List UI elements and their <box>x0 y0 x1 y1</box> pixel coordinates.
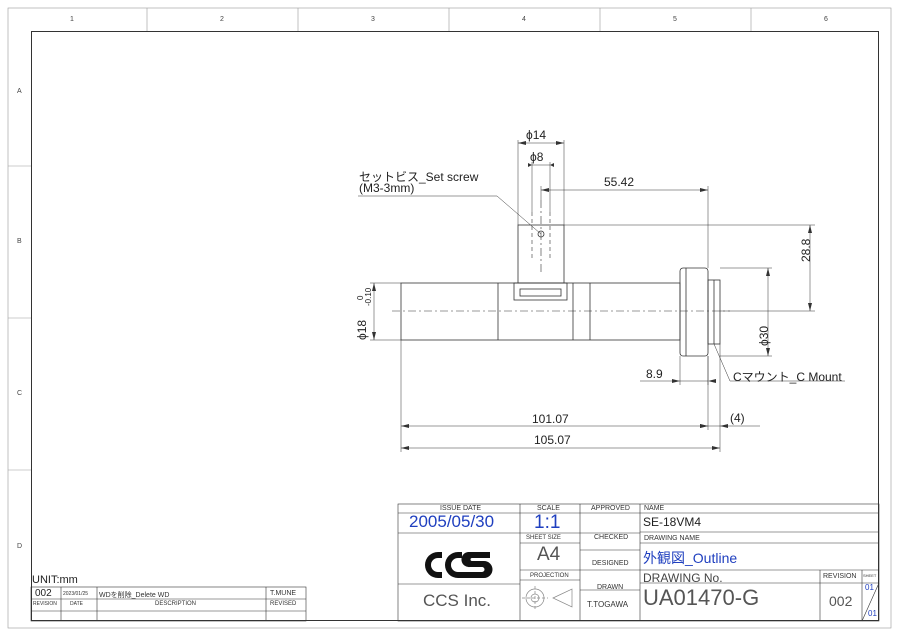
name-label: NAME <box>644 505 665 512</box>
scale-value: 1:1 <box>534 512 561 533</box>
dim-phi18: ϕ18 <box>355 319 369 340</box>
drawn-by: T.TOGAWA <box>587 600 629 609</box>
issue-date: 2005/05/30 <box>409 512 495 531</box>
set-screw-spec: (M3-3mm) <box>359 181 415 195</box>
unit-label: UNIT:mm <box>32 574 78 586</box>
rev-by: T.MUNE <box>270 590 297 597</box>
dim-28-8: 28.8 <box>799 238 813 262</box>
dim-101-07: 101.07 <box>532 412 569 426</box>
part-name: SE-18VM4 <box>643 515 702 529</box>
dim-phi8: ϕ8 <box>530 150 544 164</box>
sheet-size-label: SHEET SIZE <box>526 535 561 541</box>
zone-col-6: 6 <box>824 16 828 23</box>
sheet-size: A4 <box>537 544 561 565</box>
zone-row-b: B <box>17 238 22 245</box>
dim-105-07: 105.07 <box>534 433 571 447</box>
sheet-label: SHEET <box>863 573 877 578</box>
checked-label: CHECKED <box>594 534 629 541</box>
dim-phi18-tol-lower: -0.10 <box>364 287 373 306</box>
drawing-name-label: DRAWING NAME <box>644 535 700 542</box>
dim-phi30: ϕ30 <box>757 325 771 346</box>
company-name: CCS Inc. <box>423 591 492 610</box>
set-screw-label: セットビス_Set screw <box>359 170 479 184</box>
revision-value: 002 <box>829 593 853 609</box>
dim-phi14: ϕ14 <box>526 128 547 142</box>
rev-hdr-revised: REVISED <box>270 601 297 607</box>
dim-4-ref: (4) <box>730 411 745 425</box>
sheet-total: 01 <box>868 609 877 618</box>
zone-row-c: C <box>17 390 23 397</box>
projection-label: PROJECTION <box>530 573 569 579</box>
rev-date: 2023/01/25 <box>63 591 89 597</box>
ccs-logo-mark <box>425 552 493 578</box>
drawing-no: UA01470-G <box>643 585 760 610</box>
dim-55-42: 55.42 <box>604 175 635 189</box>
lens-body-outline <box>400 224 721 357</box>
c-mount-label: Cマウント_C Mount <box>733 370 842 384</box>
zone-col-5: 5 <box>673 16 677 23</box>
zone-row-a: A <box>17 88 22 95</box>
drawing-no-label: DRAWING No. <box>643 571 723 585</box>
rev-hdr-description: DESCRIPTION <box>155 601 197 607</box>
zone-col-1: 1 <box>70 16 74 23</box>
scale-label: SCALE <box>537 505 560 512</box>
sheet-number: 01 <box>865 583 874 592</box>
zone-col-3: 3 <box>371 16 375 23</box>
approved-label: APPROVED <box>591 505 630 512</box>
zone-row-d: D <box>17 543 23 550</box>
zone-col-4: 4 <box>522 16 526 23</box>
rev-number: 002 <box>35 588 52 599</box>
designed-label: DESIGNED <box>592 560 629 567</box>
revision-label: REVISION <box>823 573 857 580</box>
drawing-name: 外観図_Outline <box>643 550 738 566</box>
issue-date-label: ISSUE DATE <box>440 505 482 512</box>
rev-hdr-date: DATE <box>70 601 83 607</box>
zone-col-2: 2 <box>220 16 224 23</box>
drawing-frame <box>31 31 879 621</box>
projection-symbol <box>522 586 573 610</box>
rev-description: WDを削除_Delete WD <box>99 592 170 599</box>
dim-8-9: 8.9 <box>646 367 663 381</box>
drawn-label: DRAWN <box>597 584 624 591</box>
rev-hdr-revision: REVISION <box>33 601 57 607</box>
